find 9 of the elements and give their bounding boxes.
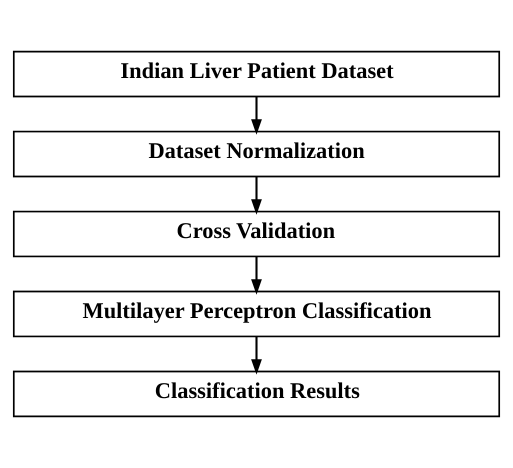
arrow (251, 176, 262, 215)
arrow (251, 96, 262, 135)
node-box: Multilayer Perceptron Classification (12, 290, 500, 338)
arrow (251, 336, 262, 375)
node-box: Cross Validation (12, 210, 500, 258)
node-box: Dataset Normalization (12, 130, 500, 178)
node-box: Classification Results (12, 370, 500, 418)
node-box: Indian Liver Patient Dataset (12, 50, 500, 98)
arrow (251, 256, 262, 295)
